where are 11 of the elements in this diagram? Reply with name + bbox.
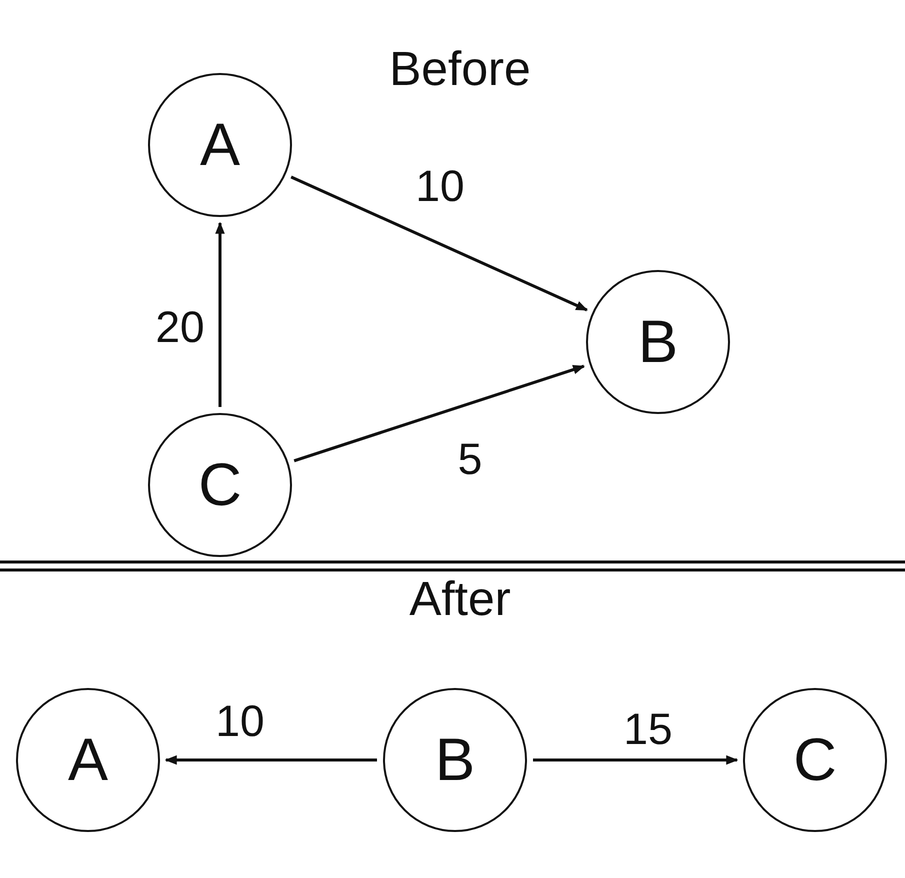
node-label: B — [638, 312, 678, 372]
arrow — [533, 755, 738, 765]
node-label: B — [434, 730, 476, 790]
node-label: C — [793, 730, 837, 790]
node-label: C — [198, 455, 242, 515]
arrow — [294, 364, 585, 462]
arrow — [290, 176, 588, 312]
node-label: A — [68, 730, 108, 790]
node-label: A — [200, 115, 240, 175]
arrow — [164, 755, 377, 765]
arrow — [215, 222, 225, 407]
